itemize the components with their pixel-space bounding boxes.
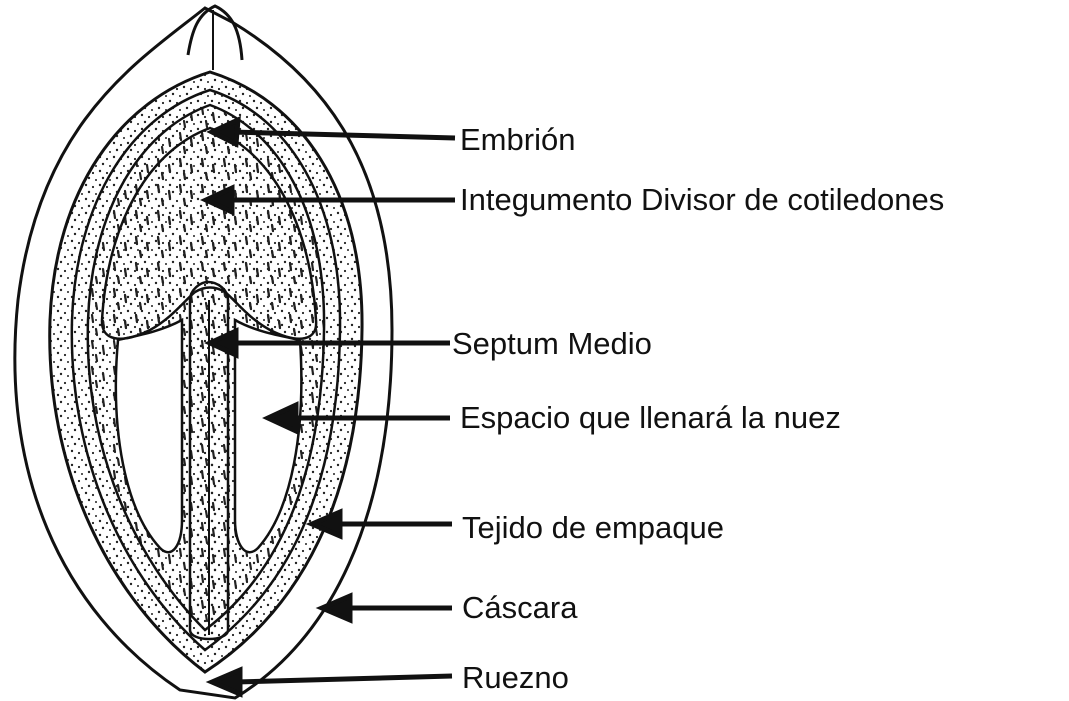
label-shell: Cáscara	[462, 590, 578, 625]
label-embryo: Embrión	[460, 122, 575, 157]
label-packing: Tejido de empaque	[462, 510, 724, 545]
label-hull: Ruezno	[462, 660, 569, 695]
label-space: Espacio que llenará la nuez	[460, 400, 841, 435]
label-integument: Integumento Divisor de cotiledones	[460, 182, 944, 217]
arrow-hull	[236, 676, 452, 682]
label-septum: Septum Medio	[452, 326, 652, 361]
